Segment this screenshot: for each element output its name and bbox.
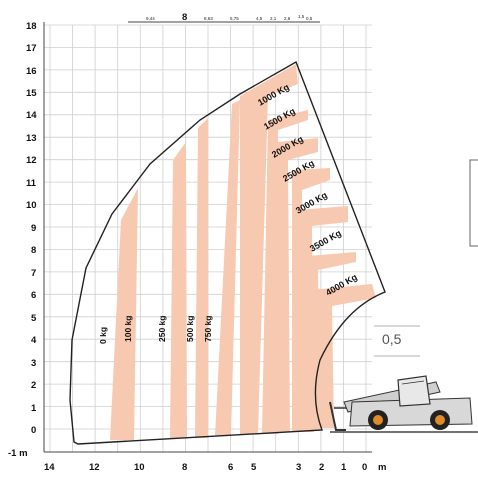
top-tick: 5,75 <box>230 16 239 21</box>
x-tick: 1 <box>341 462 347 473</box>
reach-envelope <box>69 60 386 445</box>
right-bracket <box>469 159 478 247</box>
x-tick: 10 <box>134 462 145 473</box>
top-tick: 2,1 <box>270 16 277 21</box>
x-tick: 3 <box>296 462 301 473</box>
offset-annotation: 0,5 <box>374 325 420 357</box>
y-tick: 12 <box>26 155 37 166</box>
band-2000kg <box>278 138 318 432</box>
top-tick: 1,5 <box>298 14 305 19</box>
x-ticks: 14 12 10 8 6 5 3 2 1 0 m <box>44 462 386 473</box>
load-bands <box>110 64 376 440</box>
y-tick: 11 <box>26 178 37 189</box>
band-0kg <box>110 188 138 440</box>
telehandler-illustration <box>329 375 478 433</box>
y-tick: 4 <box>31 335 37 346</box>
y-ticks: 18 17 16 15 14 13 12 11 10 9 8 7 6 5 4 3… <box>8 21 37 459</box>
band-label: 250 kg <box>157 316 167 342</box>
band-500kg <box>195 118 208 438</box>
x-tick: 12 <box>89 462 100 473</box>
band-1000kg <box>240 64 298 434</box>
y-tick: 1 <box>31 403 37 414</box>
y-tick: 13 <box>26 133 37 144</box>
top-tick: 0,5 <box>306 16 313 21</box>
band-750kg <box>215 100 240 436</box>
y-tick: 15 <box>26 88 37 99</box>
band-label: 500 kg <box>185 316 195 342</box>
band-labels: 0 kg 100 kg 250 kg 500 kg 750 kg <box>98 316 213 344</box>
y-tick: 16 <box>26 66 37 77</box>
x-tick: 0 <box>362 462 367 473</box>
y-tick: 6 <box>31 290 36 301</box>
y-tick: 18 <box>26 21 37 32</box>
offset-value: 0,5 <box>382 331 402 347</box>
top-tick: 9,44 <box>146 16 155 21</box>
top-tick: 8,63 <box>204 16 213 21</box>
band-label: 0 kg <box>98 327 108 344</box>
x-tick: 8 <box>182 462 187 473</box>
band-250kg <box>170 142 187 438</box>
band-label: 100 kg <box>123 316 133 342</box>
x-unit: m <box>378 462 386 473</box>
top-tick: 4,5 <box>256 16 263 21</box>
band-1500kg <box>262 110 308 434</box>
x-tick: 6 <box>228 462 233 473</box>
band-4000kg <box>308 284 376 428</box>
y-tick: 3 <box>31 358 36 369</box>
y-tick: 7 <box>31 268 36 279</box>
load-label: 3500 Kg <box>308 228 343 254</box>
x-tick: 2 <box>319 462 324 473</box>
y-tick: 14 <box>26 110 37 121</box>
x-tick: 5 <box>251 462 257 473</box>
x-tick: 14 <box>44 462 55 473</box>
y-tick: -1 m <box>8 448 28 459</box>
y-tick: 2 <box>31 380 36 391</box>
y-tick: 5 <box>31 313 37 324</box>
y-tick: 0 <box>31 425 36 436</box>
top-tick: 2,6 <box>284 16 291 21</box>
band-label: 750 kg <box>203 316 213 342</box>
y-tick: 17 <box>26 43 37 54</box>
y-tick: 10 <box>26 200 37 211</box>
top-tick-major: 8 <box>182 12 187 23</box>
y-tick: 9 <box>31 223 36 234</box>
top-ticks: 9,44 8 8,63 5,75 4,5 2,1 2,6 1,5 0,5 <box>146 12 313 23</box>
y-tick: 8 <box>31 245 36 256</box>
